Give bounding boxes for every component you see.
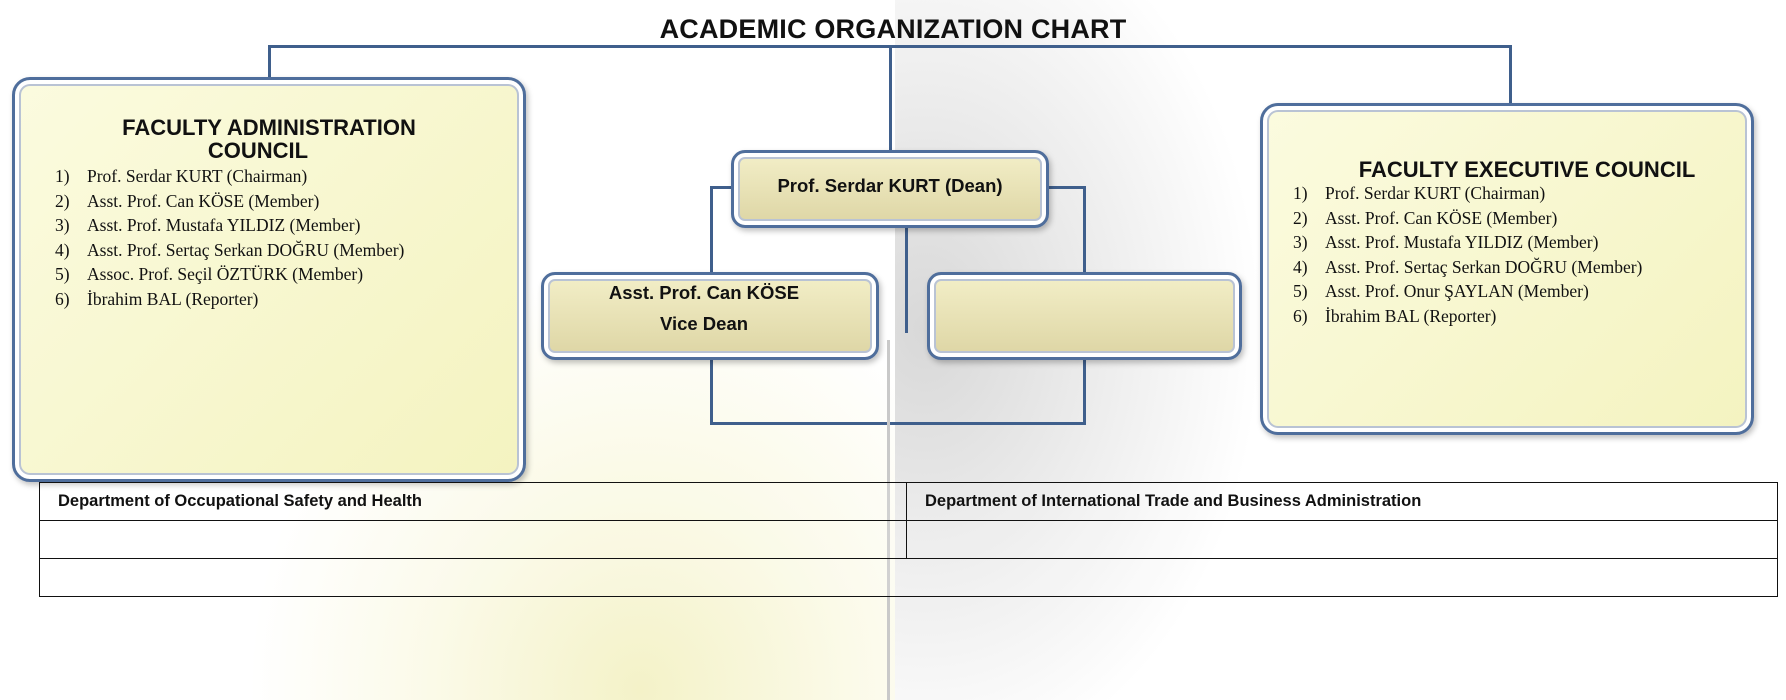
- executive-council-title: FACULTY EXECUTIVE COUNCIL: [1358, 157, 1696, 182]
- dean-label: Prof. Serdar KURT (Dean): [777, 174, 1003, 196]
- administration-council-title-line2: COUNCIL: [207, 138, 309, 163]
- vice-dean-left-down: [710, 358, 713, 424]
- vice-dean-box: Asst. Prof. Can KÖSE Vice Dean: [541, 272, 879, 360]
- empty-wide-cell: [39, 558, 1778, 597]
- list-number: 2): [1293, 207, 1308, 228]
- list-number: 4): [55, 239, 70, 260]
- table-row: [39, 520, 1778, 559]
- table-row: [39, 558, 1778, 597]
- list-item: 3) Asst. Prof. Mustafa YILDIZ (Member): [1293, 230, 1751, 255]
- right-council-connector: [1509, 45, 1512, 103]
- dean-left-branch-down: [710, 186, 713, 274]
- list-number: 1): [55, 166, 70, 186]
- list-item: 2) Asst. Prof. Can KÖSE (Member): [55, 189, 523, 214]
- administration-council-title-line1: FACULTY ADMINISTRATION: [122, 115, 416, 140]
- list-item: 6) İbrahim BAL (Reporter): [1293, 304, 1751, 329]
- dean-box: Prof. Serdar KURT (Dean): [731, 150, 1049, 228]
- list-item: 5) Asst. Prof. Onur ŞAYLAN (Member): [1293, 279, 1751, 304]
- list-number: 5): [1293, 281, 1308, 301]
- dean-left-branch: [710, 186, 734, 189]
- list-item: 2) Asst. Prof. Can KÖSE (Member): [1293, 206, 1751, 231]
- member-text: İbrahim BAL (Reporter): [1325, 305, 1497, 326]
- member-text: Asst. Prof. Can KÖSE (Member): [1325, 207, 1558, 228]
- administration-council-members: 1) Prof. Serdar KURT (Chairman) 2) Asst. P…: [55, 164, 523, 311]
- list-number: 3): [55, 215, 70, 235]
- chart-title: ACADEMIC ORGANIZATION CHART: [659, 14, 1127, 44]
- list-number: 1): [1293, 183, 1308, 203]
- list-item: 3) Asst. Prof. Mustafa YILDIZ (Member): [55, 213, 523, 238]
- dean-connector: [889, 45, 892, 151]
- member-text: Asst. Prof. Can KÖSE (Member): [87, 190, 320, 211]
- member-text: Asst. Prof. Mustafa YILDIZ (Member): [87, 215, 361, 235]
- administration-council-title: FACULTY ADMINISTRATION COUNCIL: [15, 116, 523, 162]
- list-item: 4) Asst. Prof. Sertaç Serkan DOĞRU (Membe…: [55, 238, 523, 263]
- table-row: Department of Occupational Safety and He…: [39, 482, 1778, 521]
- list-item: 6) İbrahim BAL (Reporter): [55, 287, 523, 312]
- vice-dean-right-down: [1083, 358, 1086, 424]
- list-number: 6): [1293, 305, 1308, 326]
- list-number: 3): [1293, 232, 1308, 252]
- list-number: 4): [1293, 256, 1308, 277]
- empty-cell: [39, 520, 907, 559]
- list-item: 4) Asst. Prof. Sertaç Serkan DOĞRU (Membe…: [1293, 255, 1751, 280]
- dean-stem: [905, 223, 908, 333]
- dean-right-branch-down: [1083, 186, 1086, 274]
- departments-table: Department of Occupational Safety and He…: [39, 482, 1778, 597]
- member-text: Prof. Serdar KURT (Chairman): [1325, 183, 1546, 203]
- member-text: Asst. Prof. Sertaç Serkan DOĞRU (Member): [1325, 256, 1643, 277]
- department-international-trade-cell: Department of International Trade and Bu…: [906, 482, 1778, 521]
- executive-council-members: 1) Prof. Serdar KURT (Chairman) 2) Asst. P…: [1293, 181, 1751, 328]
- list-item: 1) Prof. Serdar KURT (Chairman): [55, 164, 523, 189]
- vice-dean-role: Vice Dean: [659, 313, 749, 334]
- vice-dean-2-box: [927, 272, 1242, 360]
- list-item: 1) Prof. Serdar KURT (Chairman): [1293, 181, 1751, 206]
- faculty-executive-council-box: FACULTY EXECUTIVE COUNCIL 1) Prof. Serdar…: [1260, 103, 1754, 435]
- member-text: Asst. Prof. Onur ŞAYLAN (Member): [1325, 281, 1589, 301]
- dean-right-branch: [1048, 186, 1086, 189]
- member-text: İbrahim BAL (Reporter): [87, 288, 259, 309]
- vice-dean-name: Asst. Prof. Can KÖSE: [608, 282, 800, 303]
- member-text: Prof. Serdar KURT (Chairman): [87, 166, 308, 186]
- list-item: 5) Assoc. Prof. Seçil ÖZTÜRK (Member): [55, 262, 523, 287]
- member-text: Asst. Prof. Sertaç Serkan DOĞRU (Member): [87, 239, 405, 260]
- left-council-connector: [268, 45, 271, 77]
- list-number: 2): [55, 190, 70, 211]
- bottom-bracket: [710, 422, 1086, 425]
- department-occupational-safety-cell: Department of Occupational Safety and He…: [39, 482, 907, 521]
- faculty-administration-council-box: FACULTY ADMINISTRATION COUNCIL 1) Prof. S…: [12, 77, 526, 482]
- empty-cell: [906, 520, 1778, 559]
- list-number: 5): [55, 264, 70, 284]
- member-text: Assoc. Prof. Seçil ÖZTÜRK (Member): [87, 264, 364, 284]
- member-text: Asst. Prof. Mustafa YILDIZ (Member): [1325, 232, 1599, 252]
- list-number: 6): [55, 288, 70, 309]
